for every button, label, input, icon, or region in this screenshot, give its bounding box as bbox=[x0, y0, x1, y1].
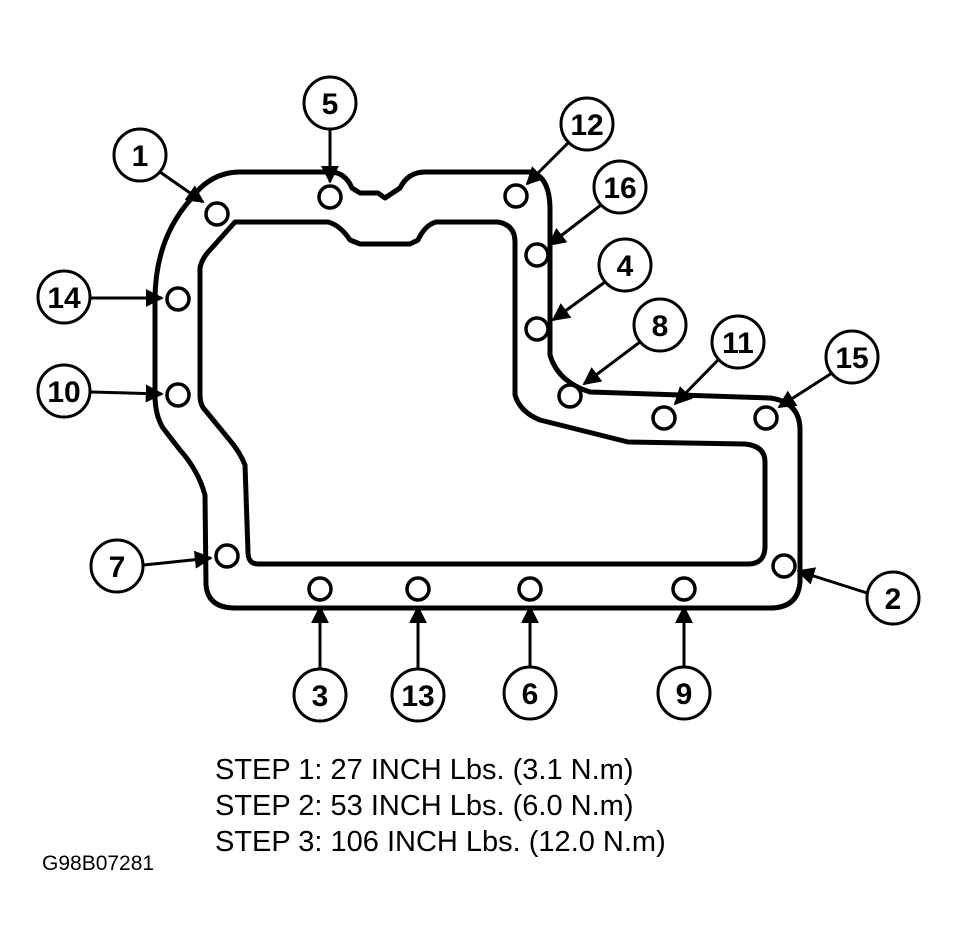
bolt-hole-5 bbox=[317, 184, 343, 210]
callout-circle-3 bbox=[292, 667, 348, 723]
callout-circle-4 bbox=[597, 237, 653, 293]
bolt-hole-9 bbox=[671, 576, 697, 602]
callout-number-6: 6 bbox=[522, 678, 539, 711]
callout-circle-15 bbox=[824, 329, 880, 385]
callout-number-12: 12 bbox=[570, 109, 603, 142]
bolt-hole-3 bbox=[307, 576, 333, 602]
bolt-hole-12 bbox=[503, 183, 529, 209]
callout-arrow-4 bbox=[551, 280, 606, 322]
callout-number-7: 7 bbox=[109, 551, 126, 584]
callout-arrow-1 bbox=[159, 170, 205, 204]
callout-number-9: 9 bbox=[676, 678, 693, 711]
callout-number-1: 1 bbox=[132, 140, 149, 173]
callout-number-13: 13 bbox=[401, 680, 434, 713]
bolt-hole-13 bbox=[405, 576, 431, 602]
callout-number-10: 10 bbox=[47, 376, 80, 409]
bolt-hole-4 bbox=[524, 316, 550, 342]
step-line: STEP 2: 53 INCH Lbs. (6.0 N.m) bbox=[215, 790, 634, 822]
step-line: STEP 3: 106 INCH Lbs. (12.0 N.m) bbox=[215, 826, 666, 858]
callout-arrow-10 bbox=[90, 384, 164, 403]
callout-circle-12 bbox=[559, 96, 615, 152]
bolt-hole-11 bbox=[651, 405, 677, 431]
callout-arrow-7 bbox=[143, 550, 213, 569]
step-line: STEP 1: 27 INCH Lbs. (3.1 N.m) bbox=[215, 754, 634, 786]
callout-arrow-16 bbox=[547, 203, 602, 247]
callout-number-5: 5 bbox=[322, 88, 339, 121]
callout-circle-1 bbox=[112, 127, 168, 183]
callout-circle-5 bbox=[302, 75, 358, 131]
callout-circle-8 bbox=[632, 297, 688, 353]
callout-number-11: 11 bbox=[722, 327, 754, 360]
callout-number-15: 15 bbox=[835, 342, 868, 375]
bolt-hole-10 bbox=[165, 382, 191, 408]
callout-number-3: 3 bbox=[312, 680, 329, 713]
callout-circle-7 bbox=[89, 538, 145, 594]
callout-number-4: 4 bbox=[617, 250, 634, 283]
callout-circle-10 bbox=[36, 363, 92, 419]
bolt-hole-7 bbox=[214, 543, 240, 569]
callout-number-2: 2 bbox=[885, 583, 902, 616]
pan-outer-outline bbox=[152, 169, 803, 611]
callout-number-8: 8 bbox=[652, 310, 669, 343]
torque-steps: STEP 1: 27 INCH Lbs. (3.1 N.m) STEP 2: 5… bbox=[215, 752, 666, 860]
bolt-hole-6 bbox=[517, 576, 543, 602]
callout-arrow-15 bbox=[777, 371, 833, 409]
bolt-hole-15 bbox=[753, 405, 779, 431]
callout-arrow-11 bbox=[673, 358, 720, 406]
bolt-hole-14 bbox=[165, 286, 191, 312]
callout-circle-6 bbox=[502, 665, 558, 721]
callout-circle-14 bbox=[36, 269, 92, 325]
callout-circle-11 bbox=[710, 314, 766, 370]
callout-circle-16 bbox=[592, 159, 648, 215]
callout-arrows bbox=[90, 129, 868, 669]
bolt-hole-8 bbox=[557, 383, 583, 409]
callout-circle-2 bbox=[865, 570, 921, 626]
figure-id: G98B07281 bbox=[42, 852, 155, 875]
callout-number-14: 14 bbox=[47, 282, 81, 315]
callout-arrow-8 bbox=[582, 340, 641, 386]
callout-circle-13 bbox=[390, 667, 446, 723]
callout-arrow-12 bbox=[525, 140, 571, 186]
bolt-holes bbox=[165, 183, 797, 602]
callout-number-16: 16 bbox=[603, 172, 636, 205]
callout-circle-9 bbox=[656, 665, 712, 721]
bolt-hole-16 bbox=[524, 242, 550, 268]
callout-arrow-2 bbox=[796, 567, 868, 595]
pan-inner-outline bbox=[197, 219, 768, 567]
bolt-hole-2 bbox=[771, 553, 797, 579]
bolt-hole-1 bbox=[204, 201, 230, 227]
